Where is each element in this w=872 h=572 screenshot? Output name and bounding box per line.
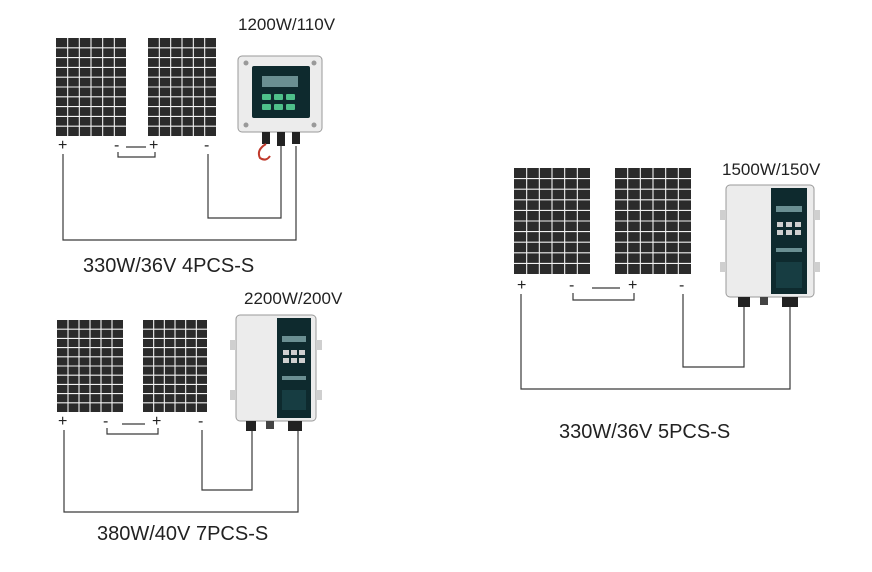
polarity-plus: + xyxy=(58,413,67,430)
pump-controller xyxy=(230,314,322,431)
polarity-plus: + xyxy=(628,277,637,294)
series-link-wire xyxy=(572,287,635,301)
polarity-plus: + xyxy=(58,137,67,154)
solar-panel xyxy=(56,38,126,136)
polarity-minus: - xyxy=(569,277,574,294)
controller-rating-label: 2200W/200V xyxy=(244,289,343,308)
pump-controller xyxy=(720,184,820,307)
solar-panel xyxy=(143,320,207,412)
controller-rating-label: 1500W/150V xyxy=(722,160,821,179)
series-link-wire xyxy=(117,146,156,158)
polarity-minus: - xyxy=(114,137,119,154)
config-bottom-left: + - + - 2200W/200V xyxy=(57,289,343,545)
polarity-plus: + xyxy=(149,137,158,154)
polarity-minus: - xyxy=(679,277,684,294)
config-top-left: + - + - 1200W/110V xyxy=(56,15,336,277)
pump-controller xyxy=(237,55,323,161)
wiring xyxy=(63,430,299,513)
solar-panel xyxy=(57,320,123,412)
panel-spec-caption: 380W/40V 7PCS-S xyxy=(97,523,268,545)
wiring xyxy=(520,294,791,390)
polarity-minus: - xyxy=(204,137,209,154)
solar-panel xyxy=(514,168,590,274)
config-right: + - + - 1500W/150V xyxy=(514,160,821,443)
panel-spec-caption: 330W/36V 4PCS-S xyxy=(83,255,254,277)
red-lead-wire xyxy=(257,143,271,161)
polarity-minus: - xyxy=(103,413,108,430)
controller-rating-label: 1200W/110V xyxy=(238,15,336,34)
solar-panel xyxy=(615,168,691,274)
wiring xyxy=(62,146,297,241)
series-link-wire xyxy=(106,423,159,435)
panel-spec-caption: 330W/36V 5PCS-S xyxy=(559,421,730,443)
polarity-minus: - xyxy=(198,413,203,430)
solar-panel xyxy=(148,38,216,136)
polarity-plus: + xyxy=(517,277,526,294)
polarity-plus: + xyxy=(152,413,161,430)
control-panel-face xyxy=(252,66,310,118)
